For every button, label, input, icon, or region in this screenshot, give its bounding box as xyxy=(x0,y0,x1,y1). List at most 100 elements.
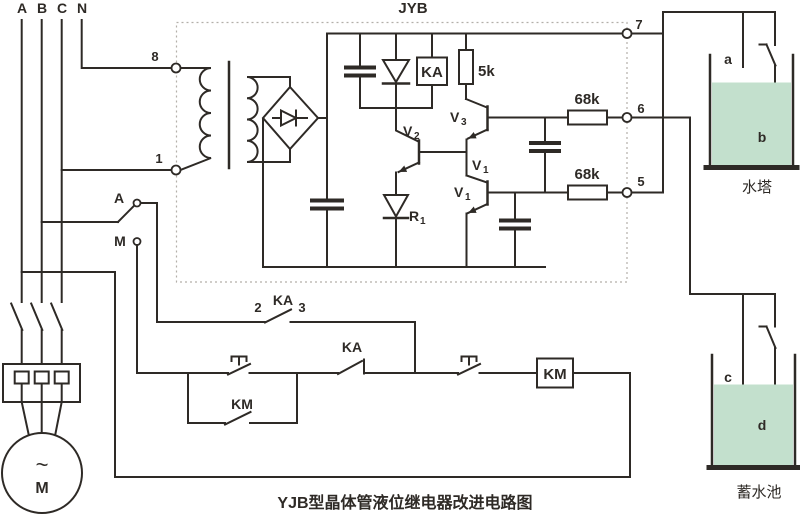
pushbutton1-cap xyxy=(230,355,248,362)
control-return-wire xyxy=(20,271,631,478)
terminal-7 xyxy=(621,28,633,39)
km-main-contact-blade xyxy=(9,302,24,332)
ka-run-contact-label: KA xyxy=(342,339,362,355)
phase-c-label: C xyxy=(57,0,67,16)
v1-bot-label-sub: 1 xyxy=(465,192,471,203)
km-aux-contact-blade xyxy=(223,410,252,426)
r1-label-sub: 1 xyxy=(420,216,426,227)
res-5k-body xyxy=(458,49,474,85)
ka-relay-coil-box xyxy=(416,56,448,86)
electrode-b-switch-blade xyxy=(758,43,777,67)
phase-labels: A B C N xyxy=(17,0,87,16)
v2-collector-wire xyxy=(395,107,420,143)
res-68k-bot-body xyxy=(567,184,608,201)
jyb-module-label: JYB xyxy=(398,0,427,17)
bridge-rectifier-diamond xyxy=(261,85,320,151)
tower-walls xyxy=(708,53,795,169)
ka-auto-contact-label: KA xyxy=(273,292,293,308)
water-tower-circuit: a b 水塔 xyxy=(630,11,800,196)
capacitor-2 xyxy=(529,141,561,153)
pushbutton1-blade xyxy=(226,362,252,376)
km-aux-contact-label: KM xyxy=(231,396,253,412)
motor-ac-symbol: ~ xyxy=(36,452,49,477)
v3-collector-wire xyxy=(464,97,489,109)
ka-auto-contact-blade xyxy=(263,308,293,324)
overload-to-motor-wires xyxy=(20,382,63,438)
res-68k-top-body xyxy=(567,109,608,126)
water-tower-name: 水塔 xyxy=(742,179,772,196)
diagram-caption: YJB型晶体管液位继电器改进电路图 xyxy=(277,493,532,512)
pushbutton2-cap xyxy=(460,355,478,362)
electrode-a-label: a xyxy=(724,51,732,67)
reservoir-feed-wire xyxy=(630,116,776,295)
capacitor-1 xyxy=(344,65,376,78)
terminal-6 xyxy=(621,112,633,123)
v1-bot-label: V xyxy=(454,184,464,200)
v2-emitter-arrow xyxy=(397,161,421,174)
jyb-module: JYB KA 5k xyxy=(151,0,645,283)
km-aux-wire xyxy=(187,372,226,424)
terminal-6-label: 6 xyxy=(637,101,644,116)
v3-emitter-arrow xyxy=(466,128,489,140)
neutral-wire xyxy=(80,19,173,69)
reservoir-circuit: c d 蓄水池 xyxy=(630,116,800,501)
phase-wires xyxy=(20,19,173,303)
filter-capacitor xyxy=(310,198,344,211)
reservoir-walls xyxy=(710,353,797,468)
r1-label: R xyxy=(409,208,419,224)
transformer-secondary-coil xyxy=(246,76,291,163)
electrode-d-label: d xyxy=(758,417,767,433)
transformer-primary-coil xyxy=(179,67,212,172)
control-row: KA KM xyxy=(20,271,631,478)
auto-manual-selector: A M xyxy=(114,190,266,374)
thermal-overload-relay xyxy=(2,363,81,438)
terminal-5 xyxy=(621,187,633,198)
tower-water xyxy=(712,82,791,167)
terminal-1 xyxy=(170,164,182,176)
bridge-diode-triangle xyxy=(280,108,299,128)
terminal-1-label: 1 xyxy=(155,151,162,166)
v1-emitter-arrow xyxy=(466,202,489,215)
r1-diode-triangle xyxy=(382,194,410,219)
v2-label: V xyxy=(403,123,413,139)
capacitor-3 xyxy=(499,218,531,231)
electrode-c-label: c xyxy=(724,369,732,385)
diode-1-triangle xyxy=(381,59,411,84)
ka-auto-contact: 2 KA 3 xyxy=(254,292,416,374)
terminal-7-label: 7 xyxy=(635,17,642,32)
manual-position-label: M xyxy=(114,233,126,249)
terminal-3-label: 3 xyxy=(298,300,305,315)
phase-b-label: B xyxy=(37,0,47,16)
v1-collector-wire xyxy=(465,174,489,184)
motor-label: M xyxy=(35,480,48,497)
auto-position-label: A xyxy=(114,190,124,206)
km-coil-label: KM xyxy=(543,366,566,383)
phase-a-label: A xyxy=(17,0,27,16)
auto-branch-wire xyxy=(139,202,266,323)
ka-run-contact-blade xyxy=(336,359,364,376)
motor-circle xyxy=(1,432,83,514)
terminal-8 xyxy=(170,62,182,74)
res-68k-top-label: 68k xyxy=(574,91,600,108)
terminal-5-label: 5 xyxy=(637,174,644,189)
v1-top-label: V xyxy=(472,157,482,173)
reservoir-name: 蓄水池 xyxy=(736,484,781,501)
km-aux-wire xyxy=(249,372,298,424)
res-68k-bot-label: 68k xyxy=(574,166,600,183)
pushbutton2-blade xyxy=(456,362,482,376)
manual-contact-point xyxy=(132,237,142,246)
km-coil-box xyxy=(536,357,574,389)
reservoir-water xyxy=(714,384,793,467)
ka-relay-coil-label: KA xyxy=(421,64,443,81)
km-main-contact-blade xyxy=(49,302,64,332)
km-main-contact-blade xyxy=(29,302,44,332)
v2-label-sub: 2 xyxy=(414,131,420,142)
heater-element xyxy=(53,370,70,385)
terminal-8-label: 8 xyxy=(151,49,158,64)
v3-label-sub: 3 xyxy=(461,117,467,128)
km-aux-branch: KM xyxy=(187,372,298,426)
heater-element xyxy=(33,370,50,385)
selector-blade xyxy=(116,204,136,224)
